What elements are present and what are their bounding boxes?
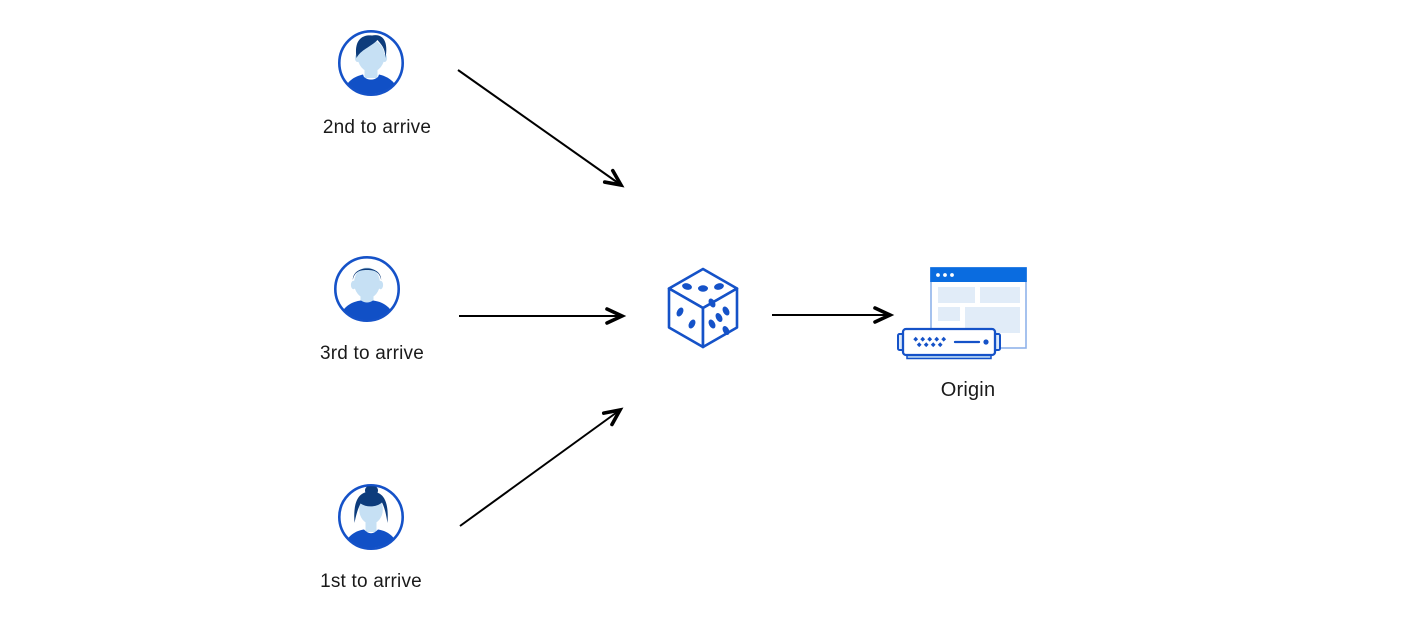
second-client-label: 2nd to arrive [322,117,432,138]
man-avatar-icon [333,255,401,323]
node-randomizer [666,266,740,350]
dice-icon [667,267,739,349]
edge-first-to-randomizer [459,407,624,527]
node-origin [893,260,1033,368]
third-client-label: 3rd to arrive [320,343,424,364]
node-second-client [336,28,406,98]
woman-avatar-icon [337,483,405,551]
edge-second-to-randomizer [457,69,625,188]
origin-server-browser-icon [897,267,1027,360]
first-client-label: 1st to arrive [320,571,422,592]
node-first-client [336,482,406,552]
man-avatar-icon [337,29,405,97]
node-third-client [332,254,402,324]
origin-label: Origin [940,379,996,401]
